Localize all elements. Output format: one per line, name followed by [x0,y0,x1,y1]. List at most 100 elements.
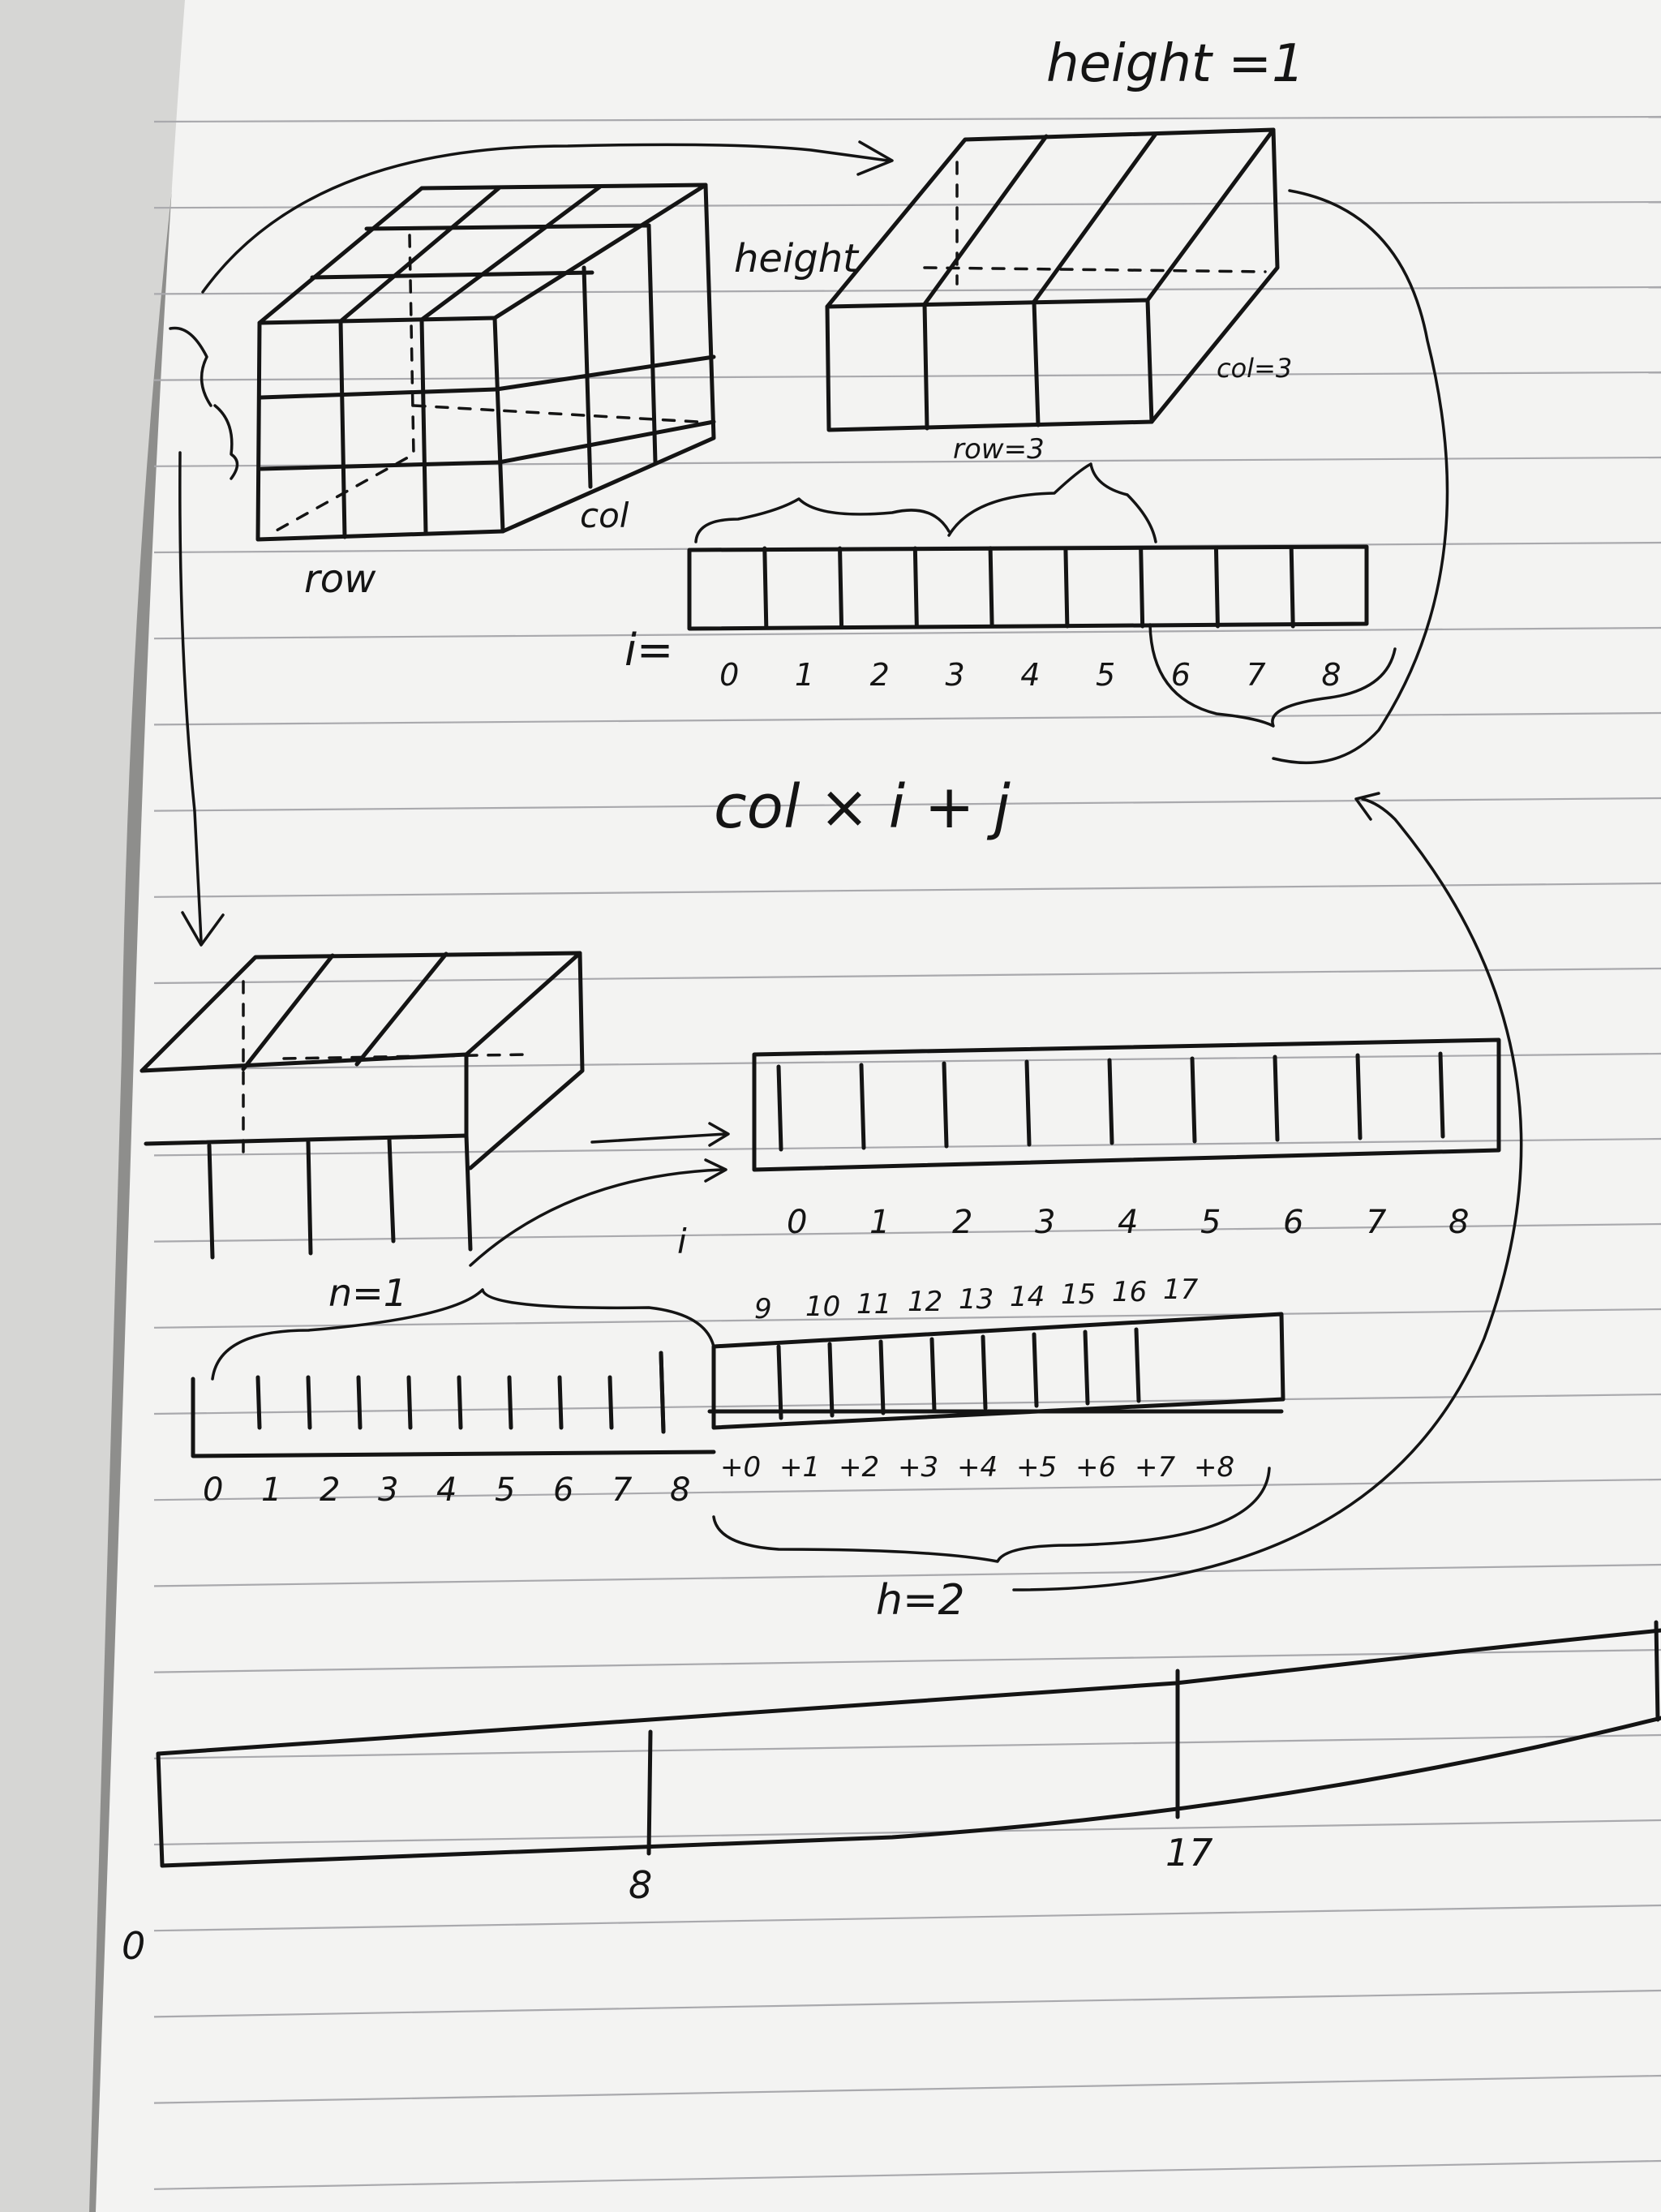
bar-tick-8: 8 [629,1863,652,1907]
array-row-3-divider [507,1375,513,1430]
array-row-1-index: 1 [795,657,814,693]
label-h-eq-2: h=2 [876,1576,965,1625]
array-row-3-top-index: 14 [1010,1281,1045,1313]
label-row-eq-3: row=3 [953,433,1045,466]
array-row-1-divider [1289,546,1295,629]
array-row-3-offset-index: +4 [957,1451,998,1484]
array-row-3-index: 2 [320,1471,340,1509]
brace-1 [694,497,951,543]
array-row-3-offset-index: +0 [720,1451,761,1484]
arrow-slab-to-array-2b [469,1168,723,1267]
array-row-2-divider [859,1063,866,1150]
array-row-3-offset-index: +5 [1016,1451,1057,1484]
array-row-1-divider [1139,546,1145,629]
formula-col-i-j: col × i + j [714,772,1011,842]
array-row-3-divider [557,1375,564,1430]
array-row-3-top-index: 13 [959,1283,994,1316]
array-row-3-index: 8 [670,1471,690,1509]
array-row-3-index: 3 [378,1471,398,1509]
array-row-3-index: 7 [612,1471,633,1509]
array-row-3-divider [457,1375,463,1430]
label-row-left: row [304,556,376,602]
array-row-2-divider [1355,1053,1363,1140]
array-row-3-top-index: 10 [805,1291,840,1323]
array-row-1 [687,544,1369,631]
array-row-3-divider [306,1375,312,1430]
array-row-1-index: 5 [1096,657,1115,693]
array-row-1-index: 2 [870,657,890,693]
array-row-2-divider [1107,1058,1114,1145]
array-row-3-divider [981,1334,988,1411]
array-row-2-index: 8 [1449,1204,1469,1241]
array-row-3-divider [1134,1327,1141,1403]
array-row-2 [752,1037,1501,1172]
array-row-3-index: 1 [261,1471,281,1509]
array-row-2-index: 3 [1035,1204,1055,1241]
array-row-3-divider [356,1375,363,1430]
bar-tick-17: 17 [1165,1831,1213,1875]
array-row-3-offset-index: +8 [1194,1451,1234,1484]
array-row-3-top-index: 9 [754,1293,772,1325]
array-row-3-offset-index: +1 [779,1451,820,1484]
bottom-bar [156,1620,1661,1868]
array-row-3-divider [607,1375,614,1430]
arrow-down [178,451,203,943]
array-row-1-divider [838,546,844,629]
slab-height-2 [139,951,585,1260]
array-row-3-top-index: 11 [856,1288,891,1321]
array-row-3-divider [1032,1332,1039,1408]
array-row-1-index: 3 [945,657,964,693]
label-col-eq-3: col=3 [1217,353,1292,384]
array-row-3-index: 6 [553,1471,573,1509]
array-row-1-index: 6 [1171,657,1191,693]
array-row-2-divider [1190,1056,1197,1144]
arrow-h-to-formula [1012,797,1523,1591]
array-row-1-index: 4 [1020,657,1040,693]
array-row-1-divider [912,546,919,629]
array-row-2-index: 5 [1200,1204,1221,1241]
array-row-2-index: 4 [1118,1204,1138,1241]
array-row-3-divider [929,1337,937,1413]
array-row-3-offset-index: +2 [839,1451,879,1484]
arrow-brace-to-slab [1272,189,1449,764]
array-row-3-offset-index: +6 [1075,1451,1116,1484]
array-row-2-index: 6 [1283,1204,1303,1241]
label-i-eq: i= [624,625,673,676]
paper [96,0,1661,2212]
brace-2 [947,462,1157,543]
array-row-3-divider [1083,1329,1090,1406]
array-row-3-divider [878,1339,886,1415]
array-row-1-index: 7 [1247,657,1266,693]
array-row-3 [191,1312,1285,1458]
left-page-edge [0,0,195,2212]
array-row-3-index: 0 [203,1471,223,1509]
cube-3x3x3 [169,183,716,542]
label-n-eq-1: n=1 [328,1271,407,1315]
array-row-3-index: 4 [436,1471,457,1509]
array-row-2-divider [942,1061,949,1149]
label-col-left: col [580,496,629,535]
array-row-3-top-index: 15 [1061,1278,1096,1311]
array-row-2-divider [1438,1051,1445,1139]
array-row-2-index: 0 [787,1204,807,1241]
array-row-3-divider [776,1344,783,1420]
label-height-side: height [734,236,860,281]
array-row-3-divider [255,1375,262,1430]
array-row-3-top-index: 16 [1112,1276,1147,1308]
array-row-2-index: 7 [1366,1204,1387,1241]
arrow-cube-to-slab [201,143,890,294]
array-row-3-top-index: 17 [1163,1274,1199,1306]
array-row-2-index: 2 [952,1204,972,1241]
array-row-3-offset-index: +7 [1135,1451,1175,1484]
array-row-1-divider [1213,546,1220,629]
slab-height-1 [825,127,1280,432]
array-row-2-divider [1024,1059,1032,1147]
arrow-slab-to-array-2 [590,1132,727,1144]
array-row-1-divider [1063,546,1070,629]
array-row-3-index: 5 [495,1471,515,1509]
label-height-eq-1: height =1 [1046,34,1305,94]
